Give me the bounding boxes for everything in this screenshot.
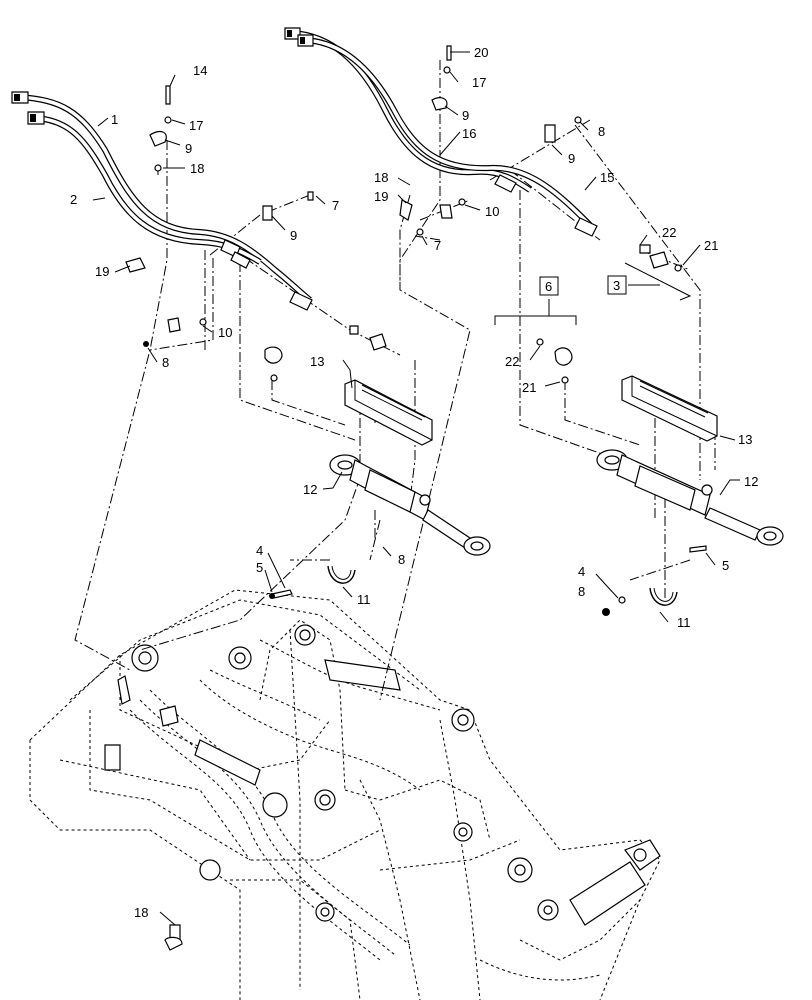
phantom-lines: [74, 60, 716, 701]
hardware-items: [125, 45, 707, 951]
strap-right[interactable]: [649, 587, 678, 606]
hose-fittings-left: [11, 91, 313, 311]
callout-13[interactable]: 13: [738, 432, 752, 447]
cylinder-guard-left[interactable]: [344, 379, 433, 446]
callout-15[interactable]: 15: [600, 170, 614, 185]
cylinder-guard-right[interactable]: [621, 375, 718, 442]
callout-4[interactable]: 4: [578, 564, 585, 579]
callout-22[interactable]: 22: [662, 225, 676, 240]
loader-frame: [29, 589, 661, 1000]
callout-18[interactable]: 18: [190, 161, 204, 176]
callout-5[interactable]: 5: [256, 560, 263, 575]
callout-8[interactable]: 8: [398, 552, 405, 567]
callout-7[interactable]: 7: [332, 198, 339, 213]
callout-16[interactable]: 16: [462, 126, 476, 141]
callout-10[interactable]: 10: [218, 325, 232, 340]
lift-cylinder-right[interactable]: [596, 449, 784, 546]
callout-9[interactable]: 9: [462, 108, 469, 123]
callout-9[interactable]: 9: [185, 141, 192, 156]
callout-22[interactable]: 22: [505, 354, 519, 369]
hose-right-15[interactable]: [304, 37, 593, 228]
callout-11[interactable]: 11: [357, 592, 371, 607]
callout-3[interactable]: 3: [613, 278, 620, 293]
callout-18[interactable]: 18: [374, 170, 388, 185]
callout-6[interactable]: 6: [545, 279, 552, 294]
callout-12[interactable]: 12: [744, 474, 758, 489]
callout-4[interactable]: 4: [256, 543, 263, 558]
callout-7[interactable]: 7: [434, 238, 441, 253]
hose-fittings-right: [284, 27, 598, 237]
callout-19[interactable]: 19: [95, 264, 109, 279]
callout-8[interactable]: 8: [598, 124, 605, 139]
callout-8[interactable]: 8: [162, 355, 169, 370]
callout-9[interactable]: 9: [290, 228, 297, 243]
kit-bracket-6: [494, 299, 577, 325]
callout-19[interactable]: 19: [374, 189, 388, 204]
callout-21[interactable]: 21: [704, 238, 718, 253]
callout-18[interactable]: 18: [134, 905, 148, 920]
callout-leaders: [92, 51, 740, 926]
callout-12[interactable]: 12: [303, 482, 317, 497]
callout-13[interactable]: 13: [310, 354, 324, 369]
callout-11[interactable]: 11: [677, 615, 691, 630]
callout-17[interactable]: 17: [472, 75, 486, 90]
callout-1[interactable]: 1: [111, 112, 118, 127]
callout-box-3: [607, 275, 627, 295]
lift-cylinder-left[interactable]: [329, 454, 491, 556]
callout-5[interactable]: 5: [722, 558, 729, 573]
callout-9[interactable]: 9: [568, 151, 575, 166]
hose-left-1[interactable]: [19, 94, 312, 303]
strap-left[interactable]: [327, 565, 356, 584]
callout-21[interactable]: 21: [522, 380, 536, 395]
callout-box-6: [539, 276, 559, 296]
callout-8[interactable]: 8: [578, 584, 585, 599]
callout-14[interactable]: 14: [193, 63, 207, 78]
callout-17[interactable]: 17: [189, 118, 203, 133]
callout-20[interactable]: 20: [474, 45, 488, 60]
callout-10[interactable]: 10: [485, 204, 499, 219]
callout-labels: 1 2 3 4 4 5 5 6 7 7 8 8 8 8 9 9 9 9 10 1…: [70, 45, 758, 920]
callout-2[interactable]: 2: [70, 192, 77, 207]
